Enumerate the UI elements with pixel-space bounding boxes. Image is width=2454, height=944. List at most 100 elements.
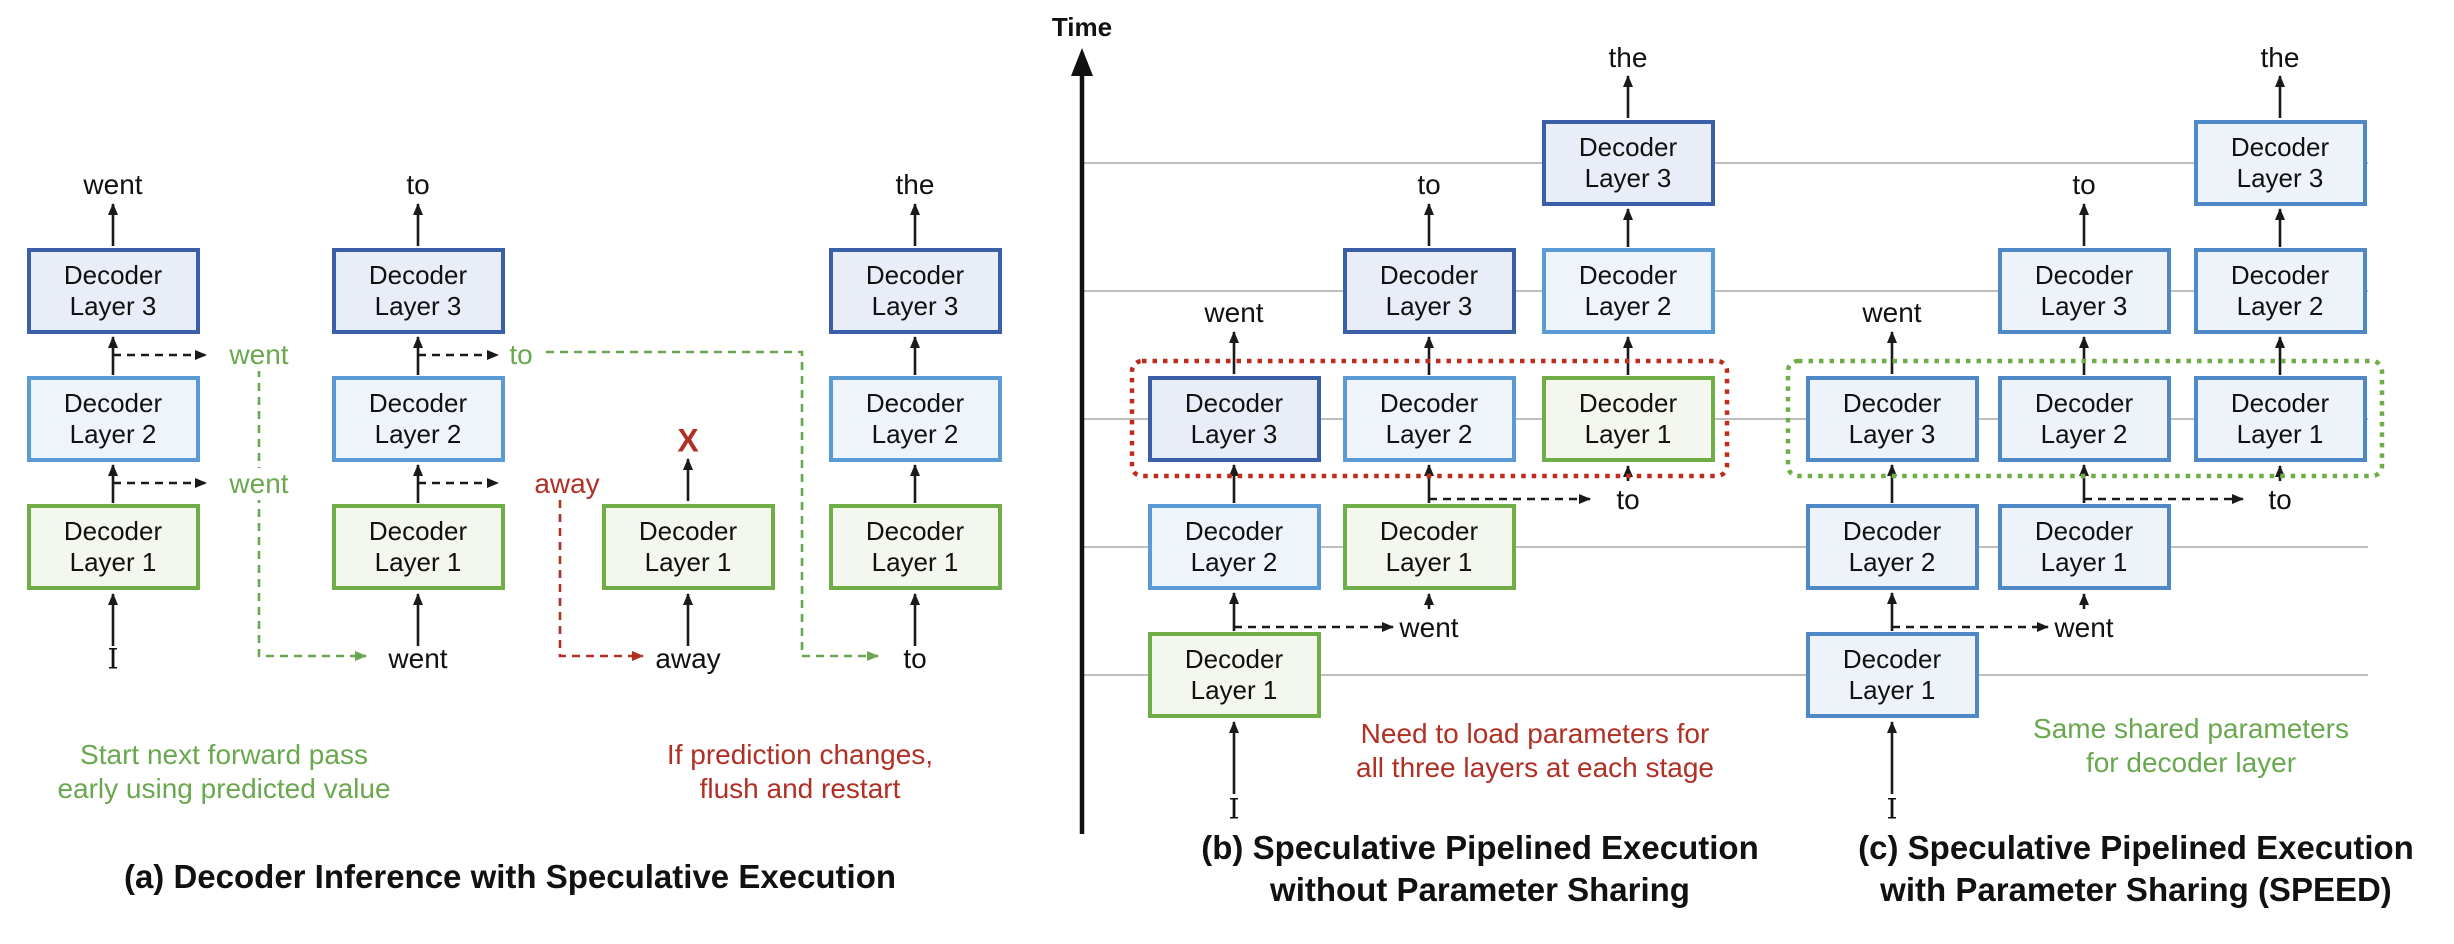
decoder-layer-box-label: Decoder (865, 260, 965, 290)
token-label: went (83, 169, 143, 200)
decoder-layer-box-label: Decoder (1184, 644, 1284, 674)
token-label: went (388, 643, 448, 674)
decoder-layer-box-label: Decoder (1578, 132, 1678, 162)
token-label: went (2054, 612, 2114, 643)
decoder-layer-box-label: Layer 2 (1190, 547, 1278, 577)
token-label: to (1417, 169, 1441, 200)
decoder-layer-box-label: Decoder (1842, 388, 1942, 418)
annotation-line: flush and restart (699, 773, 901, 804)
token-label: to (1616, 484, 1640, 515)
decoder-layer-box-label: Decoder (865, 516, 965, 546)
token-label: went (226, 468, 292, 500)
decoder-layer-box-label: Decoder (63, 260, 163, 290)
annotation-line: Same shared parameters (2033, 713, 2349, 744)
decoder-layer-box-label: Layer 1 (1385, 547, 1473, 577)
token-label: went (1399, 612, 1459, 643)
token-label: went (1204, 297, 1264, 328)
dashed-flow-arrow (558, 500, 644, 661)
decoder-layer-box-label: Decoder (1578, 260, 1678, 290)
token-label: to (406, 169, 430, 200)
decoder-layer-box-label: Layer 3 (1385, 291, 1473, 321)
decoder-layer-box-label: Layer 2 (871, 419, 959, 449)
decoder-layer-box-label: Layer 1 (1848, 675, 1936, 705)
panel-caption-line: (a) Decoder Inference with Speculative E… (123, 858, 897, 895)
dashed-flow-arrow (257, 369, 367, 661)
decoder-layer-box-label: Layer 2 (2236, 291, 2324, 321)
decoder-layer-box-label: Decoder (2230, 260, 2330, 290)
decoder-layer-box-label: Decoder (1184, 516, 1284, 546)
decoder-layer-box-label: Layer 1 (1584, 419, 1672, 449)
decoder-layer-box-label: Layer 3 (1584, 163, 1672, 193)
decoder-layer-box-label: Layer 3 (374, 291, 462, 321)
decoder-layer-box-label: Layer 3 (1190, 419, 1278, 449)
decoder-layer-box-label: Layer 1 (2040, 547, 2128, 577)
decoder-layer-box-label: Decoder (368, 388, 468, 418)
decoder-layer-box-label: Layer 3 (1848, 419, 1936, 449)
decoder-layer-box-label: Decoder (63, 388, 163, 418)
decoder-layer-box-label: Layer 2 (374, 419, 462, 449)
decoder-layer-box-label: Layer 1 (871, 547, 959, 577)
decoder-layer-box-label: Decoder (1842, 516, 1942, 546)
dashed-flow-arrow (546, 350, 879, 661)
decoder-layer-box-label: Layer 2 (2040, 419, 2128, 449)
decoder-layer-box-label: Decoder (638, 516, 738, 546)
token-label: the (2260, 42, 2300, 73)
decoder-layer-box-label: Decoder (1578, 388, 1678, 418)
decoder-layer-box-label: Layer 1 (69, 547, 157, 577)
decoder-layer-box-label: Decoder (865, 388, 965, 418)
decoder-layer-box-label: Layer 2 (1584, 291, 1672, 321)
decoder-layer-box-label: Layer 2 (69, 419, 157, 449)
annotation-line: for decoder layer (2085, 747, 2297, 778)
decoder-layer-box-label: Decoder (2230, 132, 2330, 162)
decoder-layer-box-label: Layer 1 (2236, 419, 2324, 449)
decoder-layer-box-label: Decoder (63, 516, 163, 546)
decoder-layer-box-label: Layer 3 (2236, 163, 2324, 193)
decoder-layer-box-label: Layer 1 (1190, 675, 1278, 705)
decoder-layer-box-label: Layer 1 (374, 547, 462, 577)
panel-caption-line: (c) Speculative Pipelined Execution (1858, 829, 2414, 866)
decoder-layer-box-label: Layer 1 (644, 547, 732, 577)
decoder-layer-box-label: Decoder (2034, 260, 2134, 290)
annotation-line: all three layers at each stage (1356, 752, 1714, 783)
decoder-layer-box-label: Decoder (1184, 388, 1284, 418)
token-label: I (107, 642, 119, 676)
decoder-layer-box-label: Decoder (2034, 516, 2134, 546)
decoder-layer-box-label: Layer 2 (1385, 419, 1473, 449)
panel-caption: (c) Speculative Pipelined Execution with … (1858, 827, 2414, 911)
flush-x-mark: X (677, 422, 699, 459)
annotation-line: Need to load parameters for (1360, 718, 1710, 749)
token-label: away (655, 643, 721, 674)
token-label: I (1228, 792, 1240, 826)
panel-caption-line: with Parameter Sharing (SPEED) (1880, 871, 2392, 908)
token-label: the (895, 169, 935, 200)
token-label: the (1608, 42, 1648, 73)
token-label: to (903, 643, 927, 674)
annotation-line: Start next forward pass (80, 739, 368, 770)
panel-caption-line: (b) Speculative Pipelined Execution (1201, 829, 1759, 866)
